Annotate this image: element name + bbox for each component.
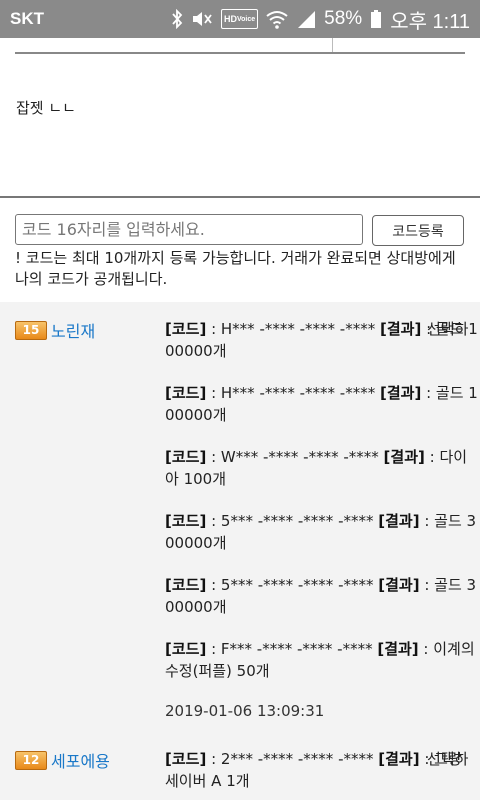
code-item: [코드] : 5*** -**** -**** -**** [결과] : 골드 … — [165, 576, 477, 616]
code-list[interactable]: 15 노린재 [코드] : H*** -**** -**** -**** [결과… — [0, 302, 480, 800]
username-link[interactable]: 세포에용 — [51, 752, 110, 771]
message-text: 잡젯 ㄴㄴ — [16, 99, 76, 117]
status-bar: SKT HD Voice 58% 오후 1:11 — [0, 0, 480, 38]
clock: 오후 1:11 — [390, 10, 470, 33]
code-item: [코드] : 5*** -**** -**** -**** [결과] : 골드 … — [165, 512, 477, 552]
status-indicators: HD Voice 58% 오후 1:11 — [171, 5, 470, 34]
top-strip — [0, 38, 480, 56]
user-info: 12 세포에용 — [15, 748, 110, 772]
code-input[interactable] — [15, 214, 363, 245]
code-item: [코드] : H*** -**** -**** -**** [결과] : 골드 … — [165, 384, 478, 424]
select-button[interactable]: 선택하 — [427, 320, 469, 338]
top-divider — [15, 52, 465, 54]
message-area: 잡젯 ㄴㄴ — [0, 56, 480, 198]
battery-icon — [370, 9, 382, 29]
code-entries: [코드] : H*** -**** -**** -**** [결과] : 골드 … — [165, 318, 480, 720]
select-button[interactable]: 선택하 — [427, 750, 469, 768]
battery-percentage: 58% — [324, 8, 363, 29]
code-item: [코드] : F*** -**** -**** -**** [결과] : 이계의… — [165, 640, 475, 680]
code-item: [코드] : 2*** -**** -**** -**** [결과] : 그랑 … — [165, 750, 462, 790]
bluetooth-icon — [171, 9, 183, 29]
hd-voice-icon: HD Voice — [221, 9, 259, 29]
code-notice: ! 코드는 최대 10개까지 등록 가능합니다. 거래가 완료되면 상대방에게 … — [15, 249, 456, 288]
section-divider — [0, 196, 480, 198]
code-item: [코드] : H*** -**** -**** -**** [결과] : 골드 … — [165, 320, 478, 360]
code-register-button[interactable]: 코드등록 — [372, 215, 464, 246]
carrier-name: SKT — [10, 9, 44, 28]
level-badge: 12 — [15, 750, 47, 770]
code-entries: [코드] : 2*** -**** -**** -**** [결과] : 그랑 … — [165, 748, 480, 800]
user-info: 15 노린재 — [15, 318, 95, 342]
timestamp: 2019-01-06 13:09:31 — [165, 702, 325, 720]
mute-icon — [191, 9, 213, 29]
code-item: [코드] : W*** -**** -**** -**** [결과] : 다이아… — [165, 448, 468, 488]
wifi-icon — [266, 9, 288, 29]
code-form: 코드등록 ! 코드는 최대 10개까지 등록 가능합니다. 거래가 완료되면 상… — [0, 198, 480, 302]
top-divider-tick — [332, 38, 333, 52]
signal-icon — [296, 9, 316, 29]
username-link[interactable]: 노린재 — [51, 322, 96, 341]
level-badge: 15 — [15, 320, 47, 340]
